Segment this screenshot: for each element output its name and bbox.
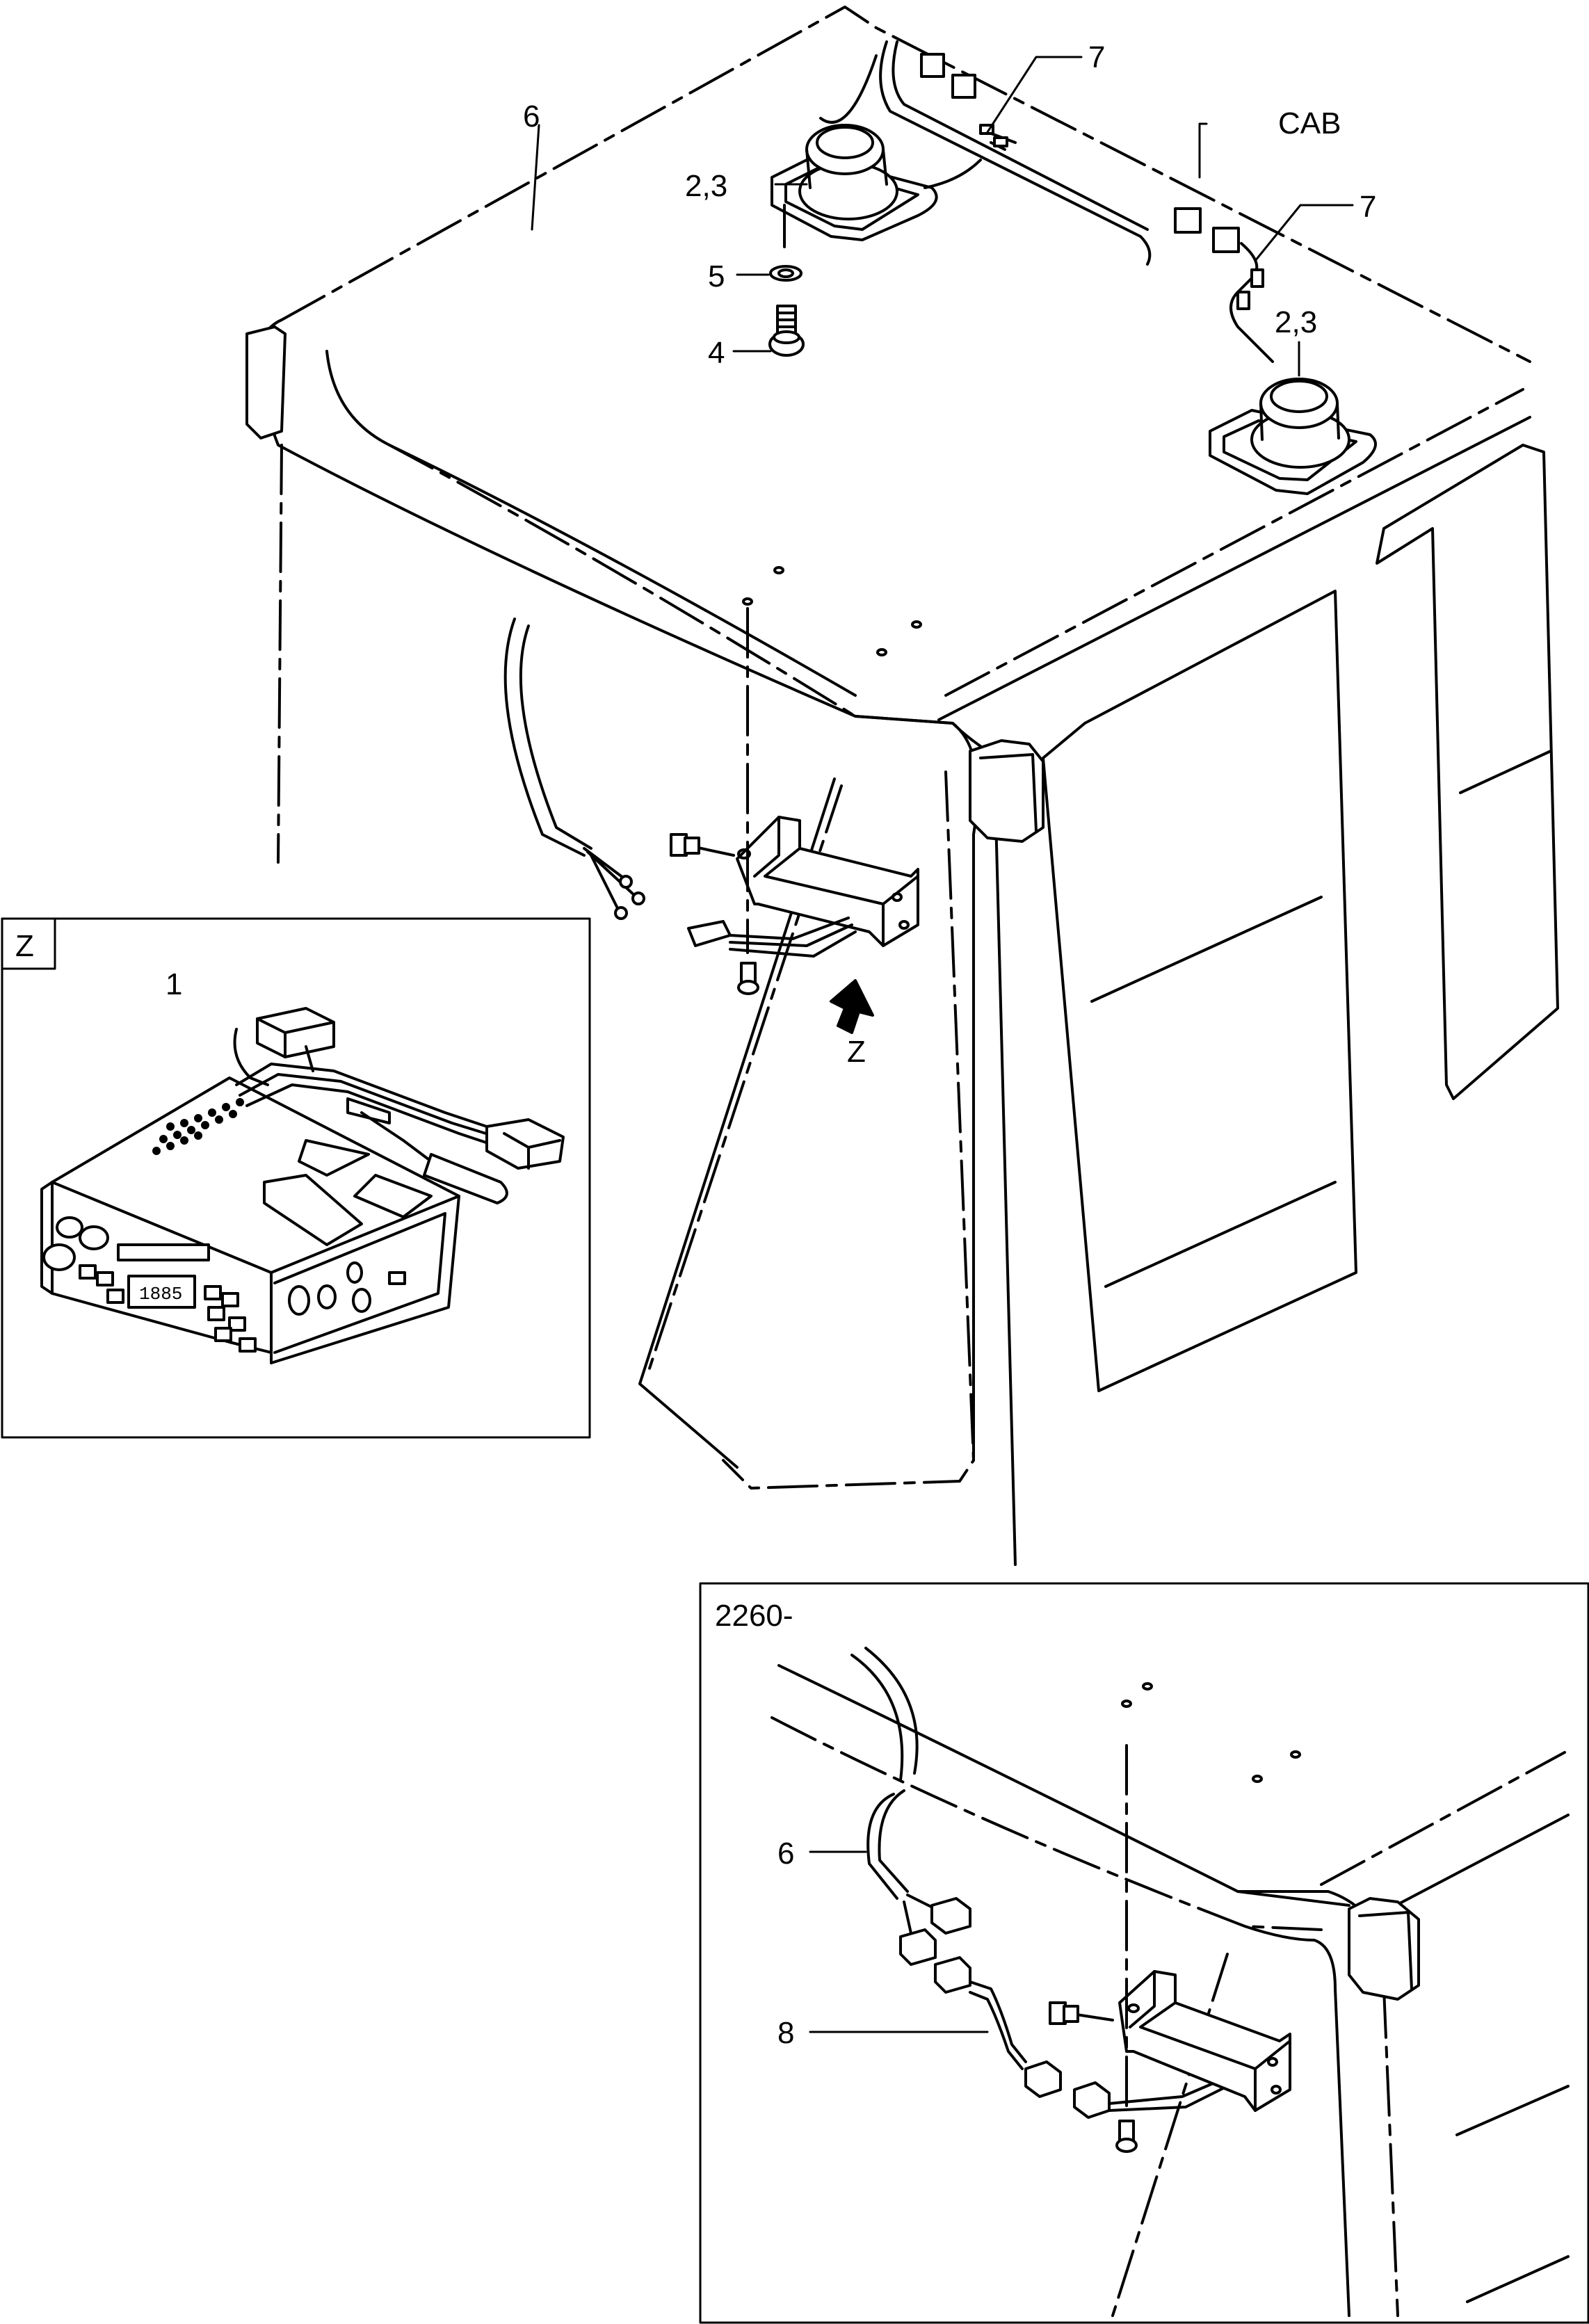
label-inset-serial: 2260- — [715, 1599, 793, 1633]
roof-holes — [742, 566, 922, 656]
label-item-6: 6 — [523, 99, 540, 134]
label-cab: CAB — [1278, 106, 1341, 140]
bracket-screw — [737, 962, 759, 995]
svg-text:1885: 1885 — [139, 1284, 182, 1305]
label-item-1: 1 — [166, 967, 182, 1001]
bracket-bolt — [670, 833, 735, 857]
washer-5 — [769, 265, 802, 282]
label-inset-item-6: 6 — [777, 1837, 794, 1871]
label-item-2-3-a: 2,3 — [685, 169, 727, 203]
label-item-8: 8 — [777, 2016, 794, 2050]
label-item-2-3-b: 2,3 — [1275, 305, 1317, 339]
label-item-4: 4 — [708, 336, 725, 370]
wire-harness-6 — [503, 40, 1152, 920]
inset-bracket-screw — [1115, 2120, 1138, 2153]
speaker-lower — [1209, 378, 1377, 495]
label-view-z: Z — [847, 1035, 866, 1069]
cab-roof-outline — [245, 6, 1559, 1566]
radio-bracket — [736, 816, 919, 947]
inset-leader-lines — [809, 1850, 989, 2033]
speaker-upper — [771, 124, 982, 241]
inset-radio-bracket — [1049, 1970, 1291, 2112]
view-z-arrow — [830, 979, 874, 1034]
label-item-7-b: 7 — [1360, 190, 1376, 224]
label-item-5: 5 — [708, 259, 725, 293]
inset-roof-holes — [1121, 1682, 1301, 1783]
label-item-7-a: 7 — [1088, 40, 1105, 74]
label-view-z-box: Z — [15, 929, 34, 963]
screw-4 — [768, 305, 805, 357]
connectors-7-lower — [1174, 207, 1274, 363]
inset-2260-box — [699, 1582, 1589, 2324]
inset-wire-harness-8 — [934, 1956, 1236, 2119]
radio-unit-1: 1885 — [40, 1007, 565, 1364]
inset-cab-outline — [771, 1647, 1570, 2317]
inset-wire-harness-6 — [866, 1789, 971, 1966]
radio-connector — [687, 917, 857, 958]
